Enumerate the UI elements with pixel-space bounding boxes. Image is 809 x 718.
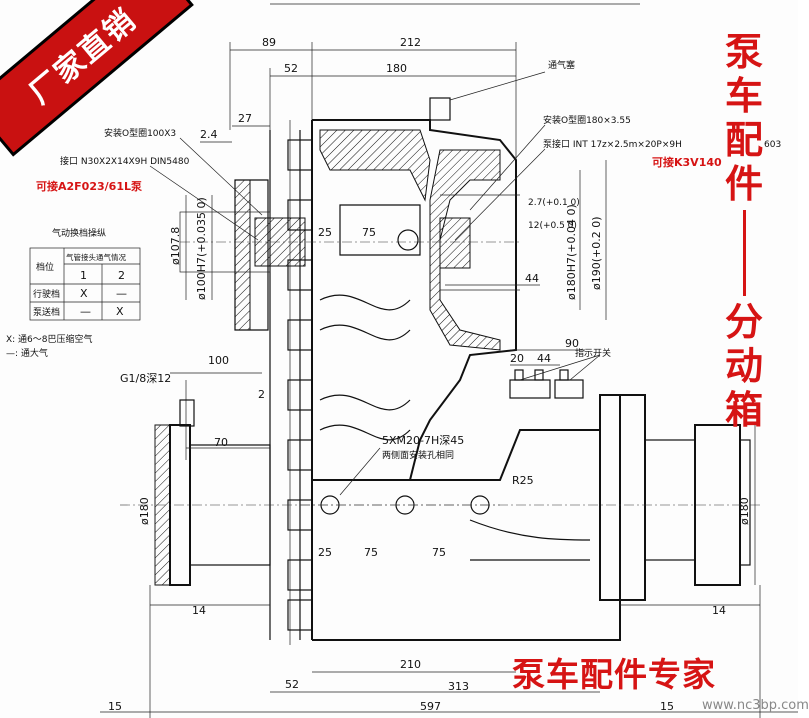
table-col-1: 1 [80,269,87,282]
dim-20: 20 [510,352,524,365]
label-spline-right: 泵接口 INT 17z×2.5m×20P×9H [543,138,682,150]
dim-phi180h7: ø180H7(+0.04 0) [565,204,578,300]
side-title-char: 泵 [724,30,763,74]
inner-dimensions: 25 75 44 90 20 44 25 75 75 R25 5XM20-7H深… [318,226,585,559]
vertical-dimensions: ø107.8 ø100H7(+0.035 0) ø180H7(+0.04 0) … [138,160,756,585]
dim-100: 100 [208,354,229,367]
bottom-title: 泵车配件专家 [512,655,716,694]
dim-phi180-right: ø180 [738,497,751,525]
dim-75-top: 75 [362,226,376,239]
label-r25: R25 [512,474,534,487]
dim-210: 210 [400,658,421,671]
label-seal-left: 安装O型圈100X3 [104,127,176,139]
watermark: www.nc3bp.com [702,698,809,713]
dim-70: 70 [214,436,228,449]
dim-52-bottom: 52 [285,678,299,691]
table-header-group: 气管接头通气情况 [66,252,126,262]
table-row-2-c2: X [116,305,124,318]
dim-27: 27 [238,112,252,125]
legend-x: X: 通6～8巴压缩空气 [6,333,93,345]
label-g18: G1/8深12 [120,372,171,385]
lower-body [120,354,760,641]
side-title: 泵 车 配 件 分 动 箱 [720,30,768,432]
air-shift-table: 气动换档操纵 档位 气管接头通气情况 1 2 行驶档 X — 泵送档 — X X… [6,227,141,359]
dim-597: 597 [420,700,441,713]
left-pump-note: 可接A2F023/61L泵 [36,180,142,193]
left-dimensions: 100 2 70 G1/8深12 [120,354,270,460]
table-row-2-name: 泵送档 [33,306,60,318]
side-title-char: 车 [724,74,763,118]
side-title-char: 件 [724,162,763,206]
upper-housing [179,71,546,645]
table-row-2-c1: — [80,305,91,318]
side-title-char: 箱 [724,388,763,432]
top-dimensions: 89 212 52 180 27 2.4 [200,36,517,160]
flange-bolts [287,139,313,631]
label-breather: 通气塞 [548,59,575,71]
dim-2: 2 [258,388,265,401]
table-row-1-name: 行驶档 [33,288,60,300]
table-title: 气动换档操纵 [52,227,106,239]
table-row-1-c2: — [116,287,127,300]
dim-313: 313 [448,680,469,693]
label-spline-left: 接口 N30X2X14X9H DIN5480 [60,155,190,167]
dim-75-bottom-b: 75 [432,546,446,559]
label-holes: 5XM20-7H深45 [382,434,464,447]
label-holes-note: 两侧面安装孔相同 [382,449,454,461]
dim-phi190: ø190(+0.2 0) [590,216,603,290]
dim-15-left: 15 [108,700,122,713]
label-seal-right: 安装O型圈180×3.55 [543,114,631,126]
dim-75-bottom-a: 75 [364,546,378,559]
dim-212: 212 [400,36,421,49]
side-title-char: 配 [724,118,763,162]
bottom-dimensions: 14 14 210 52 313 15 597 15 [100,585,798,718]
side-title-dash [742,210,746,296]
dim-phi107: ø107.8 [169,227,182,265]
dim-44-right: 44 [525,272,539,285]
label-right-cut: 603 [764,140,781,150]
dim-14-left: 14 [192,604,206,617]
dim-89: 89 [262,36,276,49]
dim-25-bottom: 25 [318,546,332,559]
legend-dash: —: 通大气 [6,347,48,359]
dim-phi180-left: ø180 [138,497,151,525]
dim-25-top: 25 [318,226,332,239]
dim-52-top: 52 [284,62,298,75]
dim-15-right: 15 [660,700,674,713]
dim-44-switch: 44 [537,352,551,365]
dim-14-right: 14 [712,604,726,617]
side-title-char: 分 [724,300,763,344]
right-pump-note: 可接K3V140 [652,156,722,169]
dim-90: 90 [565,337,579,350]
dim-2-4: 2.4 [200,128,218,141]
dim-phi100h7: ø100H7(+0.035 0) [195,197,208,300]
table-header-pos: 档位 [36,261,54,273]
table-col-2: 2 [118,269,125,282]
tol-2-7: 2.7(+0.1 0) [528,198,580,208]
dim-180: 180 [386,62,407,75]
tol-12: 12(+0.5 0) [528,221,577,231]
label-indicator: 指示开关 [575,347,611,359]
table-row-1-c1: X [80,287,88,300]
callouts: 安装O型圈100X3 接口 N30X2X14X9H DIN5480 安装O型圈1… [60,59,781,359]
side-title-char: 动 [724,344,763,388]
